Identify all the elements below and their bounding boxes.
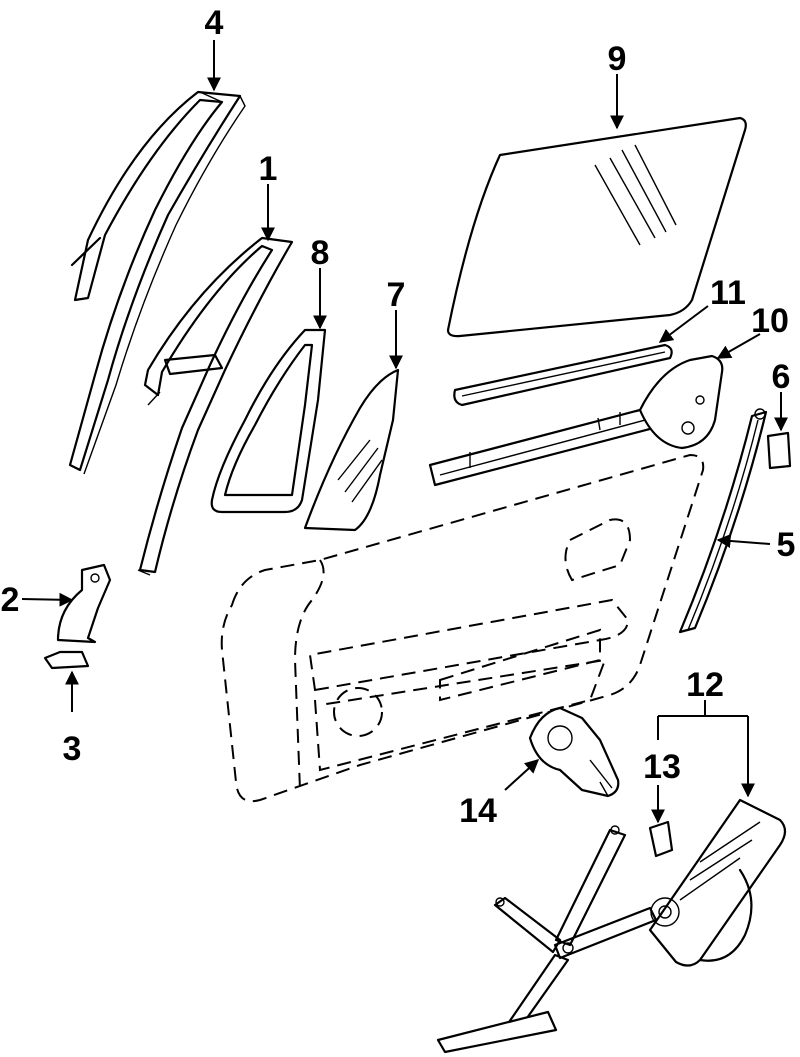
callout-7: 7 [387,276,406,314]
callout-4: 4 [205,4,224,42]
part-4-run-channel [68,90,246,475]
part-3-pad [43,650,90,670]
part-6-clip [766,431,792,470]
part-1-window-channel [137,236,294,576]
callout-11: 11 [710,274,746,312]
part-5-rear-channel [678,408,768,634]
callout-2: 2 [1,581,20,619]
callout-9: 9 [608,40,627,78]
part-8-vent-seal [210,328,327,514]
part-11-sash-strip [453,343,673,407]
part-10-sash-channel [428,354,724,487]
part-9-door-glass [446,116,747,338]
callout-13: 13 [643,748,681,786]
callout-1: 1 [259,150,278,188]
callout-5: 5 [777,526,796,564]
door-trim-panel [220,453,705,803]
part-13-clip [648,820,674,858]
leader-lines [21,40,788,824]
part-12-regulator [436,798,787,1054]
callout-3: 3 [63,730,82,768]
callout-6: 6 [772,358,791,396]
callout-labels: 4 1 8 7 9 11 10 6 5 2 3 14 13 12 [1,4,796,830]
callout-12: 12 [686,666,724,704]
callout-8: 8 [311,234,330,272]
part-2-bracket [56,563,112,644]
part-7-vent-glass [303,368,400,532]
callout-14: 14 [459,792,497,830]
part-14-window-motor [528,706,620,798]
callout-10: 10 [751,302,789,340]
